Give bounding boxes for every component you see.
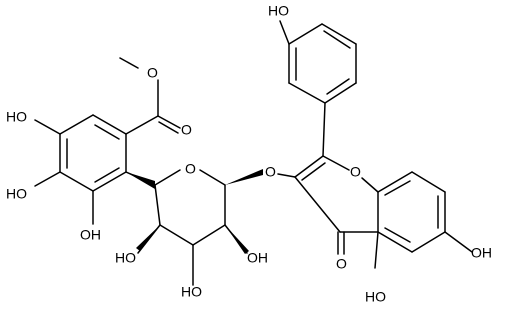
atom-ho-sugar-bottom: HO (181, 284, 202, 300)
bond-sugar-4 (192, 224, 226, 246)
bond-c4-c3 (294, 176, 341, 233)
bond-ph-link (322, 102, 326, 157)
bond-benz-dbl-3 (94, 167, 120, 183)
bond-benz-5 (92, 171, 127, 192)
bond-carbonyl (157, 115, 181, 129)
bond-oh-right (444, 231, 473, 253)
bond-ph-6 (324, 82, 357, 104)
wedge-benz-sugar (126, 172, 155, 189)
bond-c2-o1 (322, 155, 350, 171)
bond-oh-mid (34, 171, 61, 187)
bond-benz-2 (59, 114, 94, 135)
atom-methoxy-o: O (147, 65, 158, 81)
bond-carbonyl-2 (158, 121, 179, 134)
bond-sugar-6 (154, 184, 161, 226)
atom-oh-right: OH (471, 245, 492, 261)
bond-glycosidic-o-c3 (277, 173, 296, 178)
atom-ho-left-top: HO (6, 109, 27, 125)
atom-oh-left-bottom: OH (80, 227, 101, 243)
bond-ph-3 (288, 23, 323, 45)
atom-ho-phenol-top: HO (268, 3, 289, 19)
bond-sugar-1 (154, 169, 181, 186)
wedge-glycosidic (225, 169, 263, 185)
atom-carbonyl-o: O (181, 122, 192, 138)
bond-rb-dbl-3 (384, 227, 411, 243)
wedge-sugar-oh-right (225, 225, 249, 254)
atom-labels: O O HO HO OH O O HO OH HO HO O O OH HO (6, 3, 492, 305)
atom-oh-sugar-right: OH (247, 250, 268, 266)
bond-sugar-2 (199, 169, 226, 186)
bond-benz-1 (92, 114, 127, 135)
bond-rb-4 (411, 231, 446, 253)
bond-rb-5 (377, 231, 413, 253)
bond-o1-c8a (361, 177, 379, 193)
bond-rb-1 (377, 171, 413, 193)
bond-c3-c2-dbl (301, 162, 326, 181)
bond-benz-dbl-1 (94, 124, 120, 140)
atom-ring-o-sugar: O (185, 161, 196, 177)
bond-methyl (119, 57, 139, 69)
stereo-wedges (126, 169, 263, 254)
atom-ketone-o: O (336, 256, 347, 272)
bond-c3-c2 (294, 155, 324, 178)
atom-ho-left-mid: HO (6, 186, 27, 202)
wedge-sugar-oh-left (136, 225, 160, 251)
bond-ph-oh (279, 20, 290, 45)
bond-rb-dbl-1 (384, 180, 411, 196)
bond-oh-bottom-right (374, 231, 379, 269)
atom-ho-bottom: HO (365, 289, 386, 305)
bond-ph-dbl-3 (326, 78, 350, 95)
bond-ester-ring (125, 115, 159, 135)
atom-ho-sugar-left: HO (115, 250, 136, 266)
bond-rb-2 (411, 171, 446, 193)
bond-ph-4 (321, 23, 357, 45)
bond-benz-4 (59, 171, 94, 192)
bond-ph-1 (288, 82, 326, 104)
bond-lines (34, 20, 473, 286)
bond-ph-dbl-2 (323, 30, 351, 49)
bond-oh-top (34, 119, 61, 135)
atom-ring-o-chromone: O (350, 164, 361, 180)
bond-sugar-5 (159, 224, 194, 246)
atom-glycosidic-o: O (265, 164, 276, 180)
